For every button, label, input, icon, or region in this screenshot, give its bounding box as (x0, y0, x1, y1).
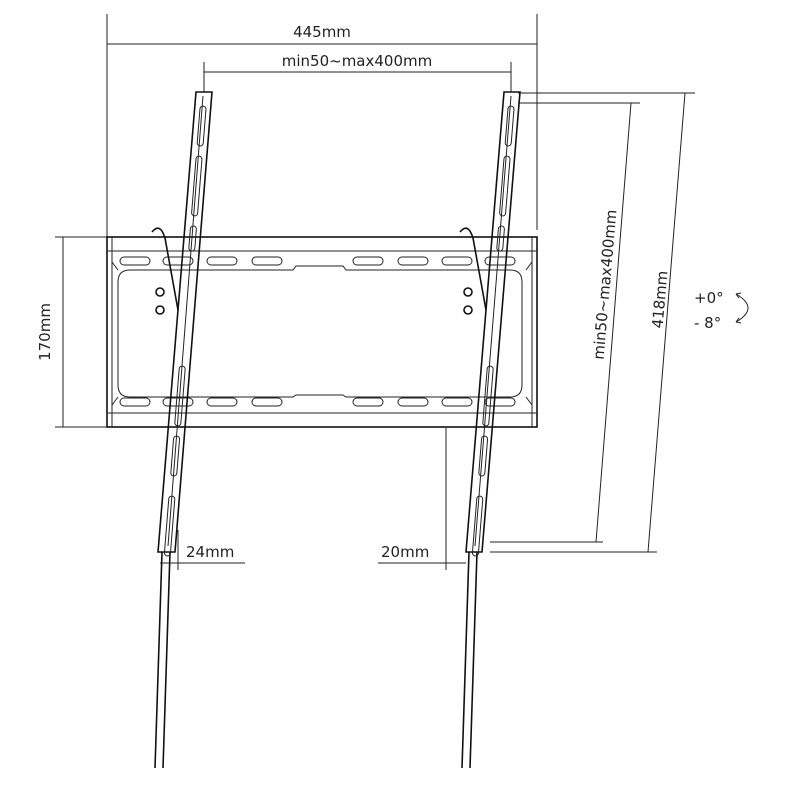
dim-horizontal-vesa: min50~max400mm (203, 52, 512, 92)
arm-slot (196, 105, 207, 147)
arm-slot (478, 435, 489, 477)
dim-plate-height: 170mm (36, 236, 107, 428)
arm-slot (188, 225, 197, 252)
plate-slot (441, 397, 473, 407)
dim-vertical-vesa: min50~max400mm (490, 102, 640, 543)
plate-slot (484, 397, 516, 407)
tilt-max-label: +0° (694, 289, 724, 307)
plate-slot (119, 256, 151, 266)
plate-slot (397, 397, 429, 407)
dim-wall-profile: 24mm (160, 530, 245, 570)
dim-arm-length: 418mm (490, 92, 695, 553)
horizontal-vesa-label: min50~max400mm (282, 52, 432, 70)
wall-profile-label: 24mm (186, 543, 234, 561)
arm-slot (170, 435, 181, 477)
arm-slot (499, 155, 511, 217)
plate-slot (162, 256, 194, 266)
tilt-arrow-icon (735, 293, 749, 323)
arm-slot (191, 155, 203, 217)
overall-width-label: 445mm (293, 23, 351, 41)
wall-plate (106, 236, 538, 428)
arm-slot (163, 495, 176, 557)
plate-slot (484, 256, 516, 266)
tilt-indicator: +0° - 8° (694, 289, 749, 332)
arm-slot (174, 365, 186, 427)
arm-slot (471, 495, 484, 557)
arm-slot (482, 365, 494, 427)
plate-slot (206, 397, 238, 407)
plate-slot (397, 256, 429, 266)
plate-slot (352, 397, 384, 407)
dim-overall-width: 445mm (106, 14, 538, 425)
arm-slot (504, 105, 515, 147)
dim-tv-gap: 20mm (378, 428, 466, 570)
arm-slot (496, 225, 505, 252)
plate-slot (352, 256, 384, 266)
tilt-min-label: - 8° (694, 314, 721, 332)
plate-slot (441, 256, 473, 266)
vertical-vesa-label: min50~max400mm (589, 209, 620, 360)
plate-slot (251, 256, 283, 266)
right-tilt-arm (459, 91, 521, 769)
arm-length-label: 418mm (649, 270, 672, 329)
plate-slot (119, 397, 151, 407)
plate-slot (206, 256, 238, 266)
tv-gap-label: 20mm (381, 543, 429, 561)
plate-slot (251, 397, 283, 407)
left-tilt-arm (151, 91, 213, 769)
plate-slot (162, 397, 194, 407)
plate-height-label: 170mm (36, 303, 54, 361)
